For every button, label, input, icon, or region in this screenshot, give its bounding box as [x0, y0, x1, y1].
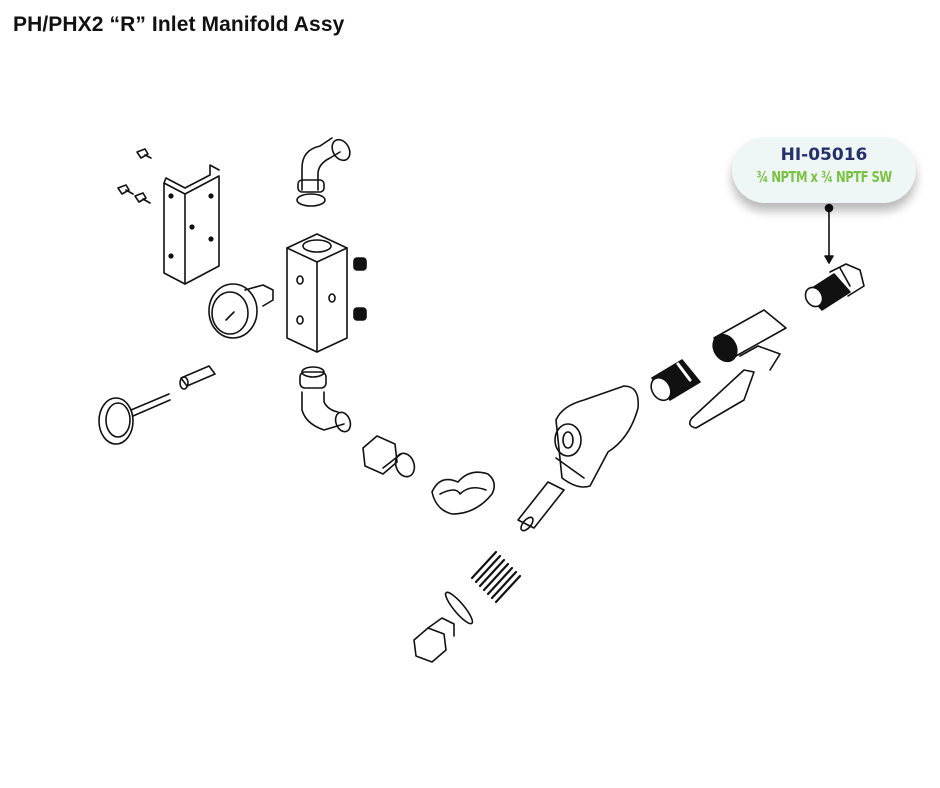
strainer-cap: [413, 617, 455, 663]
page-title: PH/PHX2 “R” Inlet Manifold Assy: [13, 13, 345, 36]
hose-elbow: [431, 471, 496, 515]
adapter: [179, 365, 216, 390]
ball-valve: [688, 309, 787, 429]
manifold-block: [286, 233, 348, 353]
spring: [470, 550, 522, 604]
elbow-fitting-top: [296, 137, 351, 207]
mounting-bracket: [163, 164, 220, 285]
y-strainer: [554, 385, 640, 488]
screws: [117, 148, 152, 204]
pressure-gauge: [208, 283, 274, 339]
nipple: [650, 359, 701, 402]
part-description: ¾ NPTM x ¾ NPTF SW: [756, 168, 892, 186]
callout-leader: [824, 203, 834, 264]
plugs: [353, 257, 367, 321]
swivel-adapter: [804, 263, 865, 311]
thermometer: [98, 393, 171, 445]
part-callout: HI-05016 ¾ NPTM x ¾ NPTF SW: [732, 137, 916, 203]
elbow-fitting-bottom: [299, 366, 352, 433]
strainer-screen: [517, 481, 565, 532]
o-ring: [444, 591, 474, 625]
union-fitting: [362, 435, 416, 478]
part-number: HI-05016: [780, 145, 868, 165]
